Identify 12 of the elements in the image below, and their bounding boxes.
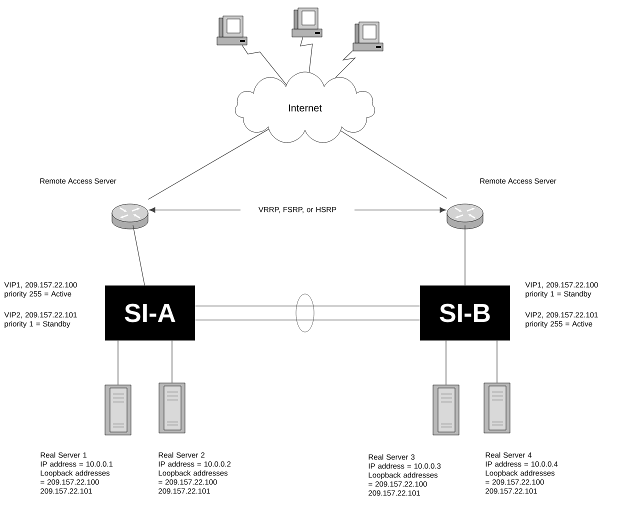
server-drawing: [104, 384, 132, 436]
computer-drawing: [216, 16, 248, 46]
server-drawing: [158, 382, 186, 434]
computer-drawing: [352, 22, 384, 52]
switch-box: SI-A: [105, 286, 195, 340]
switch-box: SI-B: [420, 286, 510, 340]
router-drawing: [112, 204, 148, 230]
computer-drawing: [292, 8, 322, 38]
cloud: Internet: [235, 72, 376, 143]
server-drawing: [432, 384, 460, 436]
server-drawing: [484, 382, 510, 434]
router-drawing: [446, 204, 484, 230]
